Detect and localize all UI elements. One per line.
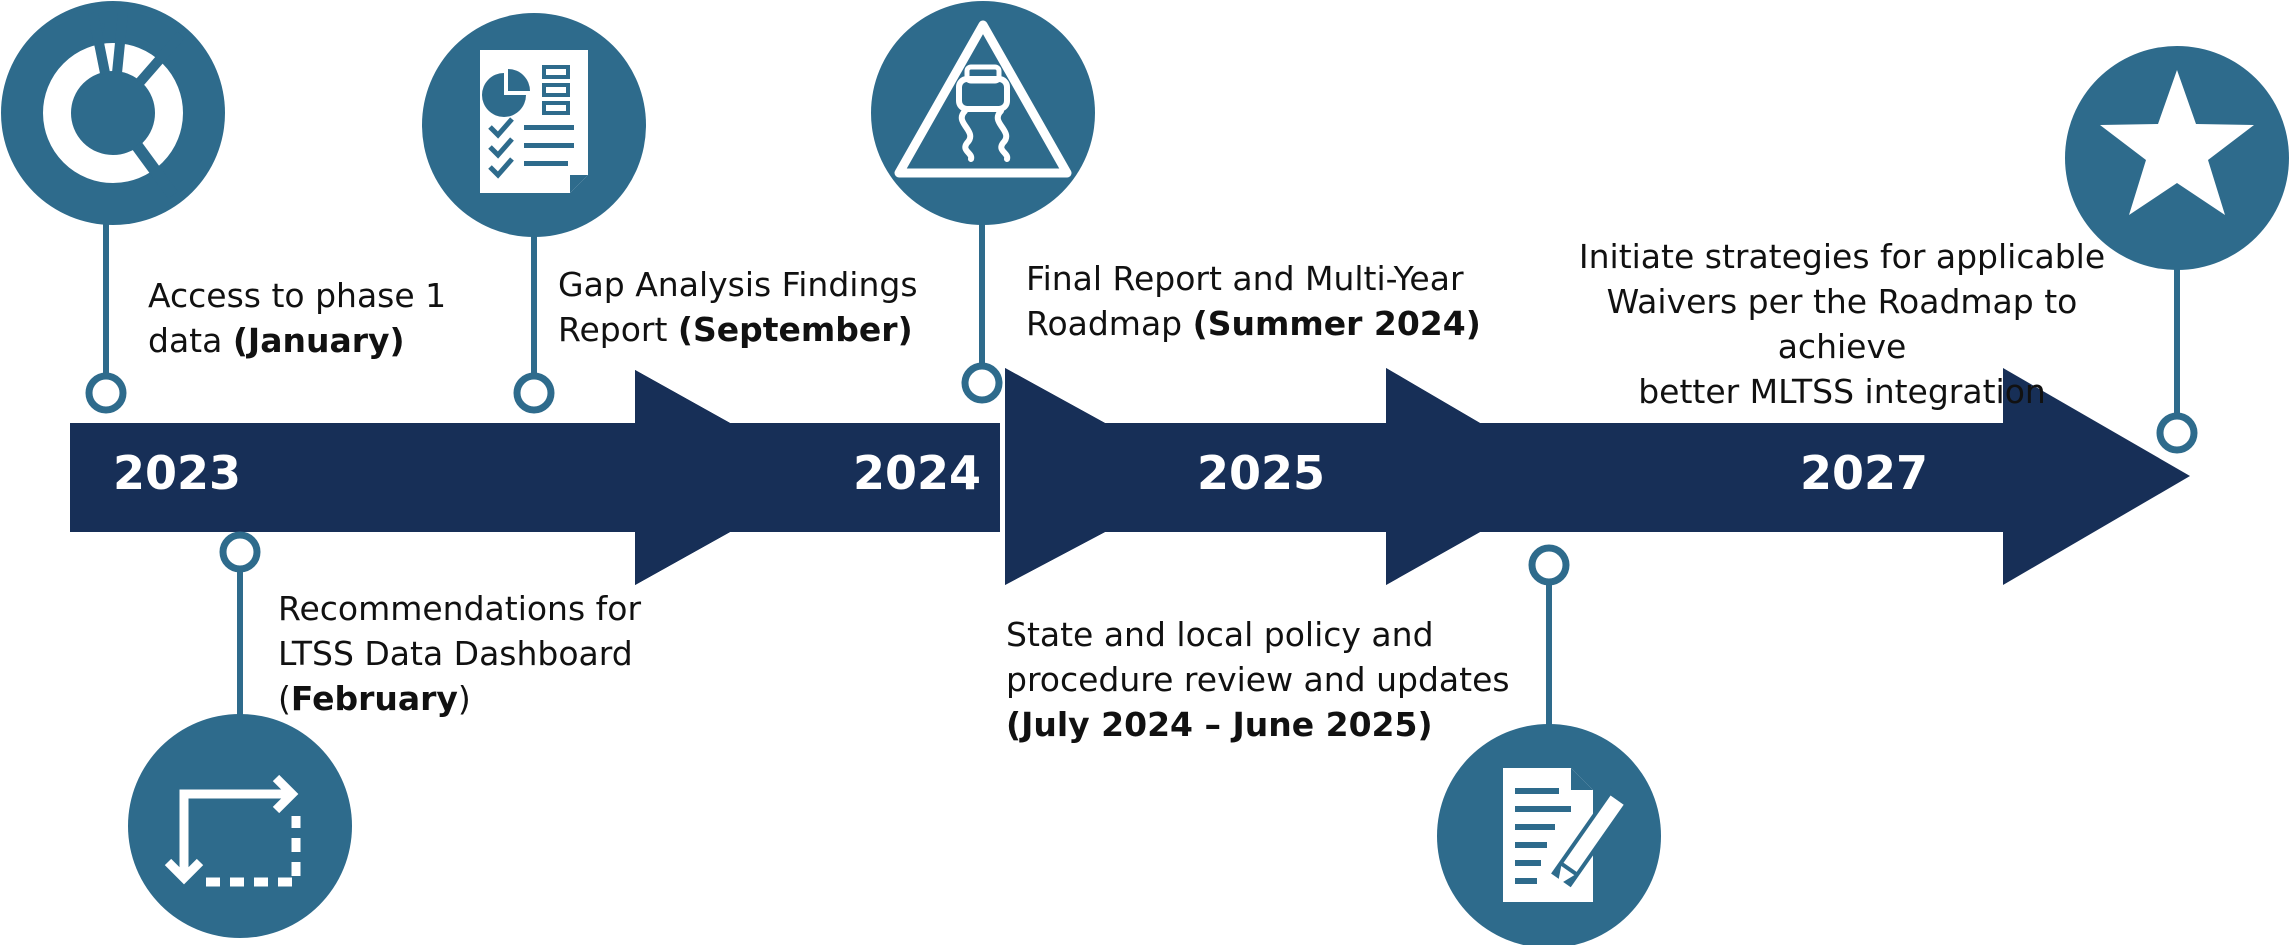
milestone-label-january: Access to phase 1 data (January) — [148, 276, 447, 360]
milestone-circle — [871, 1, 1095, 225]
milestone-label-waivers: Initiate strategies for applicable Waive… — [1578, 237, 2106, 411]
milestone-label-february: Recommendations for LTSS Data Dashboard … — [278, 589, 642, 718]
milestone-label-september: Gap Analysis Findings Report (September) — [558, 265, 918, 349]
arrow-segment-2025 — [1386, 368, 2003, 585]
milestone-circle — [128, 714, 352, 938]
marker-ring — [513, 372, 555, 414]
edit-document-icon — [1503, 768, 1631, 902]
marker-ring — [85, 372, 127, 414]
marker-ring — [961, 362, 1003, 404]
marker-ring — [2156, 412, 2198, 454]
year-label-2025: 2025 — [1197, 446, 1326, 500]
report-document-icon — [480, 50, 588, 193]
marker-ring — [219, 531, 261, 573]
milestone-label-summer-2024: Final Report and Multi-Year Roadmap (Sum… — [1026, 259, 1481, 343]
warning-sign-icon — [894, 20, 1072, 178]
marker-ring — [1528, 544, 1570, 586]
year-label-2027: 2027 — [1800, 446, 1929, 500]
arrow-head-2027 — [2003, 368, 2190, 585]
year-label-2023: 2023 — [113, 446, 242, 500]
milestone-label-policy-review: State and local policy and procedure rev… — [1006, 615, 1510, 744]
year-label-2024: 2024 — [853, 446, 982, 500]
star-icon — [2100, 70, 2254, 215]
expand-arrows-icon — [164, 774, 301, 887]
donut-chart-icon — [43, 12, 185, 199]
timeline-arrow — [70, 368, 2190, 585]
